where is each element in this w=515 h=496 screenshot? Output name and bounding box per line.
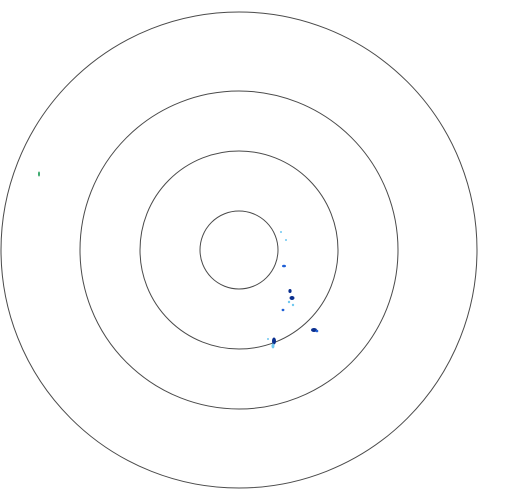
range-ring-1 [199,210,279,290]
echo-blob-3 [285,239,287,241]
echo-blob-13 [271,343,275,349]
echo-blob-14 [267,338,269,340]
echo-blob-5 [288,289,292,293]
echo-blob-2 [280,231,282,233]
echo-blob-1 [38,171,40,177]
echo-blob-11 [315,329,319,333]
echo-blob-10 [311,328,317,332]
range-ring-4 [0,11,478,489]
precipitation-echoes [38,171,319,349]
echo-blob-9 [281,308,285,312]
range-ring-2 [139,150,339,350]
echo-blob-7 [287,300,291,304]
range-rings [0,11,478,489]
echo-blob-8 [291,303,295,307]
echo-blob-12 [272,337,276,345]
echo-blob-4 [282,264,286,268]
range-ring-3 [79,90,399,410]
echo-blob-6 [289,296,295,300]
